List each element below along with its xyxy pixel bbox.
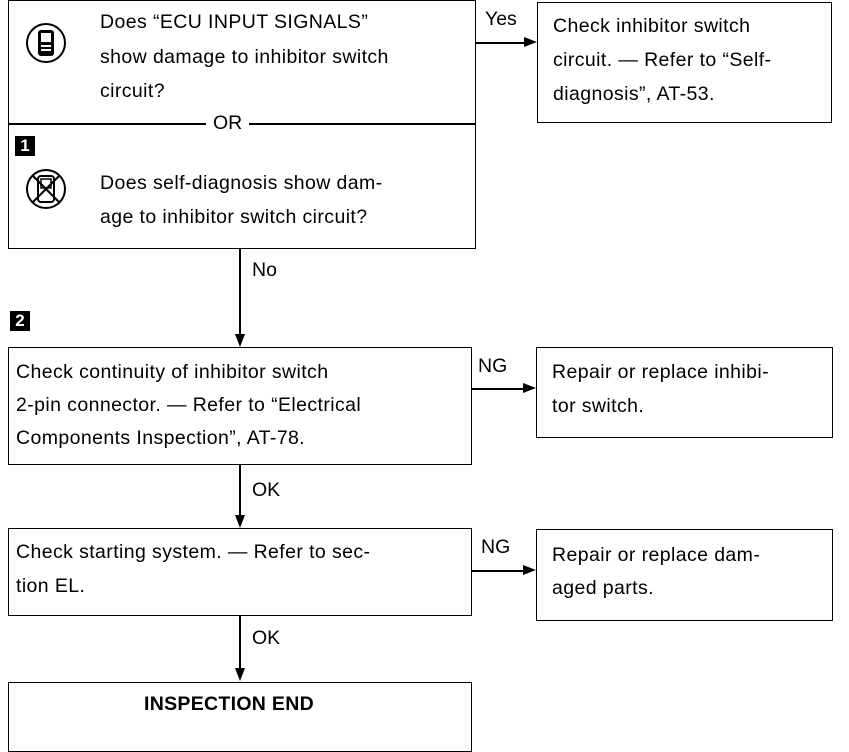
ng-label-1: NG (478, 355, 508, 377)
ok-connector-2 (239, 616, 241, 671)
check-continuity-line-1: Check continuity of inhibitor switch (16, 361, 329, 383)
inspection-end-title: INSPECTION END (144, 693, 314, 715)
result-yes-box (537, 2, 832, 123)
ng-arrow-1 (523, 383, 536, 393)
repair-inhibitor-line-2: tor switch. (552, 395, 645, 417)
ok-arrow-2 (235, 668, 245, 681)
consult-tool-icon (25, 22, 67, 69)
question-2-line-2: age to inhibitor switch circuit? (100, 206, 368, 228)
ok-connector-1 (239, 465, 241, 517)
check-starting-box (8, 528, 472, 616)
repair-damaged-line-2: aged parts. (552, 577, 654, 599)
yes-connector (476, 42, 526, 44)
yes-arrow (524, 37, 537, 47)
check-starting-line-2: tion EL. (16, 575, 86, 597)
question-2-line-1: Does self-diagnosis show dam- (100, 172, 383, 194)
ng-connector-2 (472, 570, 525, 572)
ng-label-2: NG (481, 536, 511, 558)
repair-damaged-box (536, 529, 833, 621)
result-yes-line-1: Check inhibitor switch (553, 15, 751, 37)
result-yes-line-2: circuit. — Refer to “Self- (553, 49, 772, 71)
ok-arrow-1 (235, 515, 245, 528)
check-continuity-line-2: 2-pin connector. — Refer to “Electrical (16, 394, 362, 416)
check-continuity-box (8, 347, 472, 465)
question-1-line-3: circuit? (100, 80, 165, 102)
ok-label-2: OK (252, 627, 281, 649)
repair-inhibitor-line-1: Repair or replace inhibi- (552, 361, 770, 383)
yes-label: Yes (485, 8, 517, 30)
no-label: No (252, 259, 277, 281)
result-yes-line-3: diagnosis”, AT-53. (553, 83, 715, 105)
ng-connector-1 (472, 388, 525, 390)
check-continuity-line-3: Components Inspection”, AT-78. (16, 427, 306, 449)
no-arrow (235, 334, 245, 347)
repair-damaged-line-1: Repair or replace dam- (552, 544, 761, 566)
or-label: OR (206, 112, 250, 134)
ng-arrow-2 (523, 565, 536, 575)
question-1-line-2: show damage to inhibitor switch (100, 46, 389, 68)
repair-inhibitor-box (536, 347, 833, 438)
no-connector (239, 249, 241, 335)
check-starting-line-1: Check starting system. — Refer to sec- (16, 541, 371, 563)
step-1-badge: 1 (15, 136, 35, 156)
ok-label-1: OK (252, 479, 281, 501)
step-2-badge: 2 (10, 311, 30, 331)
question-1-line-1: Does “ECU INPUT SIGNALS” (100, 11, 369, 33)
no-consult-tool-icon (25, 168, 67, 215)
